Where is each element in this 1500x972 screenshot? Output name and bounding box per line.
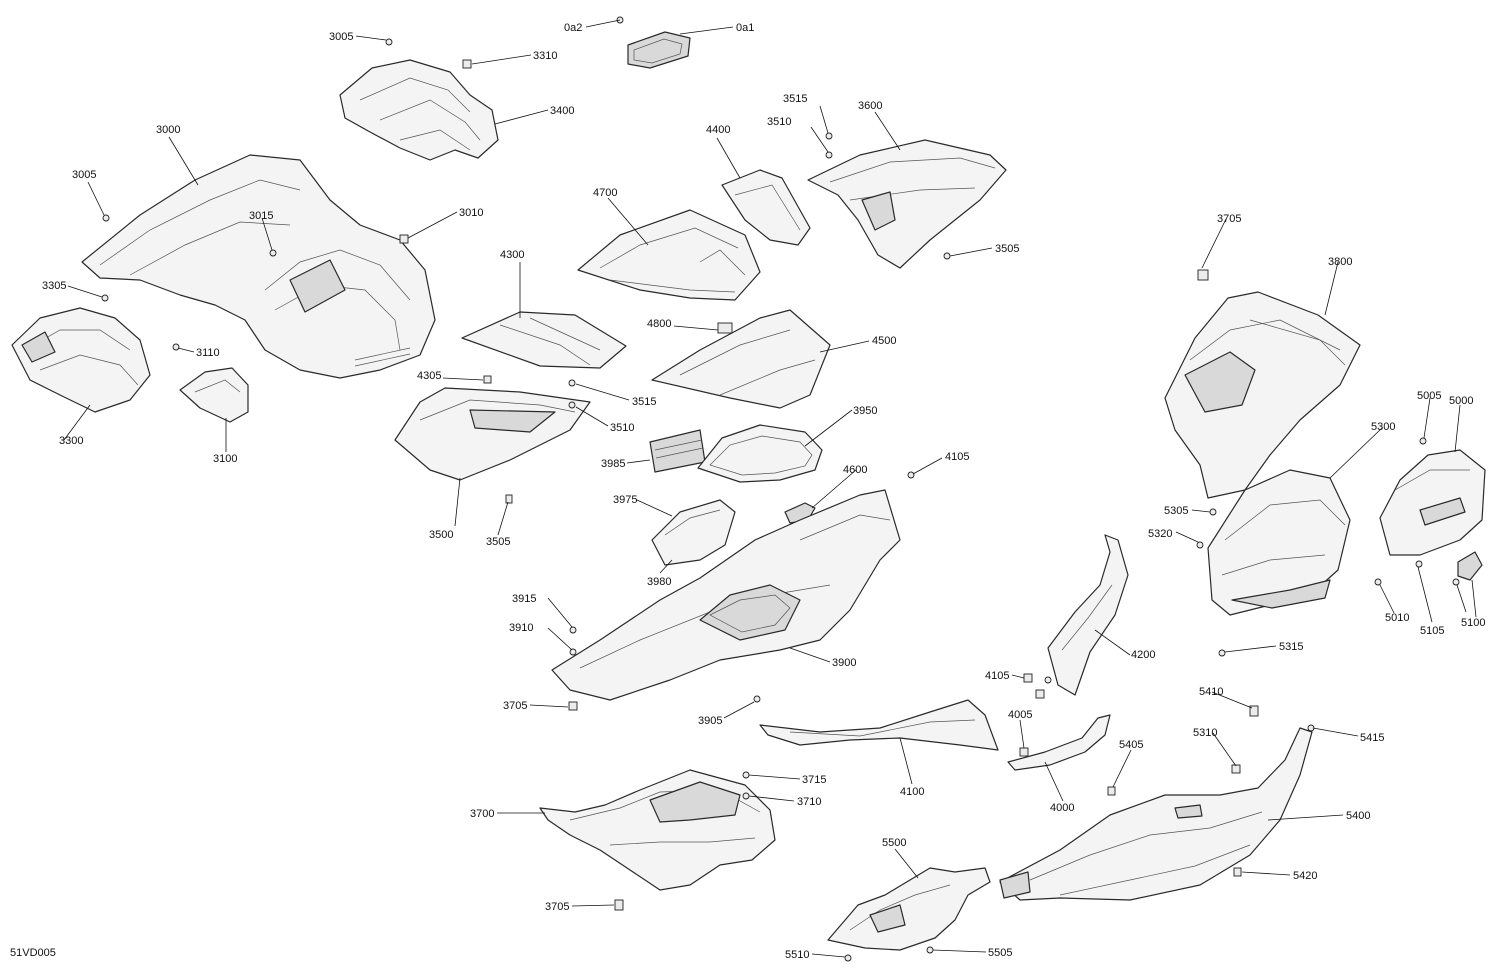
- part-3700-bracket: [539, 769, 776, 891]
- leader-lines: [63, 19, 1477, 958]
- part-3985-filter: [649, 429, 706, 473]
- callout-3100: 3100: [213, 453, 237, 465]
- callout-5320: 5320: [1148, 528, 1172, 540]
- callout-3010: 3010: [459, 207, 483, 219]
- callout-3705: 3705: [503, 700, 527, 712]
- callout-3005: 3005: [72, 169, 96, 181]
- callout-5405: 5405: [1119, 739, 1143, 751]
- part-3900-console: [551, 489, 901, 701]
- callout-4500: 4500: [872, 335, 896, 347]
- callout-3905: 3905: [698, 715, 722, 727]
- part-5400-floor: [999, 727, 1313, 901]
- callout-4800: 4800: [647, 318, 671, 330]
- callout-4000: 4000: [1050, 802, 1074, 814]
- callout-3900: 3900: [832, 657, 856, 669]
- callout-3005: 3005: [329, 31, 353, 43]
- callout-3710: 3710: [797, 796, 821, 808]
- callout-3715: 3715: [802, 774, 826, 786]
- callout-3800: 3800: [1328, 256, 1352, 268]
- callout-5005: 5005: [1417, 390, 1441, 402]
- callout-3705: 3705: [545, 901, 569, 913]
- part-3975-box: [651, 499, 736, 566]
- callout-5300: 5300: [1371, 421, 1395, 433]
- callout-3400: 3400: [550, 105, 574, 117]
- fasteners: [101, 16, 1460, 962]
- callout-5310: 5310: [1193, 727, 1217, 739]
- callout-3980: 3980: [647, 576, 671, 588]
- diagram-code: 51VD005: [10, 947, 56, 959]
- part-4700-cover: [577, 209, 761, 301]
- callout-3500: 3500: [429, 529, 453, 541]
- callout-3705: 3705: [1217, 213, 1241, 225]
- callout-3600: 3600: [858, 100, 882, 112]
- callout-3975: 3975: [613, 494, 637, 506]
- part-3800-side-panel: [1164, 291, 1361, 499]
- callout-4105: 4105: [985, 670, 1009, 682]
- callout-4600: 4600: [843, 464, 867, 476]
- callout-5010: 5010: [1385, 612, 1409, 624]
- callout-3510: 3510: [610, 422, 634, 434]
- part-5100-latch: [1457, 551, 1483, 581]
- callout-5500: 5500: [882, 837, 906, 849]
- part-3400-bracket: [339, 59, 499, 161]
- callout-3515: 3515: [632, 396, 656, 408]
- callout-5315: 5315: [1279, 641, 1303, 653]
- callout-0a1: 0a1: [736, 22, 754, 34]
- part-4400-panel: [721, 169, 811, 246]
- callout-4400: 4400: [706, 124, 730, 136]
- callout-4700: 4700: [593, 187, 617, 199]
- callout-5420: 5420: [1293, 870, 1317, 882]
- callout-3985: 3985: [601, 458, 625, 470]
- part-4200-trim: [1047, 534, 1129, 696]
- callout-3505: 3505: [995, 243, 1019, 255]
- callout-4305: 4305: [417, 370, 441, 382]
- callout-3915: 3915: [512, 593, 536, 605]
- callout-3310: 3310: [533, 50, 557, 62]
- callout-4105: 4105: [945, 451, 969, 463]
- callout-5505: 5505: [988, 947, 1012, 959]
- part-3950-gasket: [697, 424, 823, 483]
- callout-5510: 5510: [785, 949, 809, 961]
- callout-5400: 5400: [1346, 810, 1370, 822]
- part-3000-frame: [81, 154, 436, 379]
- part-4300-panel: [461, 311, 627, 369]
- callout-5305: 5305: [1164, 505, 1188, 517]
- part-4000-bracket: [1007, 714, 1111, 771]
- callout-4200: 4200: [1131, 649, 1155, 661]
- callout-3305: 3305: [42, 280, 66, 292]
- callout-3300: 3300: [59, 435, 83, 447]
- part-3600-side-panel: [807, 139, 1007, 269]
- parts-layer: [11, 16, 1486, 962]
- part-5500-bracket: [827, 867, 991, 951]
- callout-3910: 3910: [509, 622, 533, 634]
- callout-3000: 3000: [156, 124, 180, 136]
- callout-0a2: 0a2: [564, 22, 582, 34]
- callout-4300: 4300: [500, 249, 524, 261]
- callout-3950: 3950: [853, 405, 877, 417]
- callout-3015: 3015: [249, 210, 273, 222]
- callout-5105: 5105: [1420, 625, 1444, 637]
- callout-5410: 5410: [1199, 686, 1223, 698]
- part-3100-bracket: [179, 367, 249, 423]
- part-3500-side-panel: [394, 387, 591, 481]
- callout-4100: 4100: [900, 786, 924, 798]
- callout-4005: 4005: [1008, 709, 1032, 721]
- callout-3505: 3505: [486, 536, 510, 548]
- part-4500-panel: [651, 309, 831, 409]
- callout-5000: 5000: [1449, 395, 1473, 407]
- part-5000-cover: [1379, 449, 1486, 556]
- part-3300-bracket: [11, 307, 151, 413]
- callout-5100: 5100: [1461, 617, 1485, 629]
- callout-3110: 3110: [196, 347, 220, 359]
- part-0a1-mirror: [627, 31, 691, 69]
- callout-3510: 3510: [767, 116, 791, 128]
- callout-3700: 3700: [470, 808, 494, 820]
- part-5300-panel: [1207, 469, 1351, 616]
- callout-labels: 0a2 0a1 3005 3310 3400 3000 3005 3015 30…: [10, 22, 1485, 961]
- callout-3515: 3515: [783, 93, 807, 105]
- callout-5415: 5415: [1360, 732, 1384, 744]
- part-4100-trim: [759, 699, 999, 751]
